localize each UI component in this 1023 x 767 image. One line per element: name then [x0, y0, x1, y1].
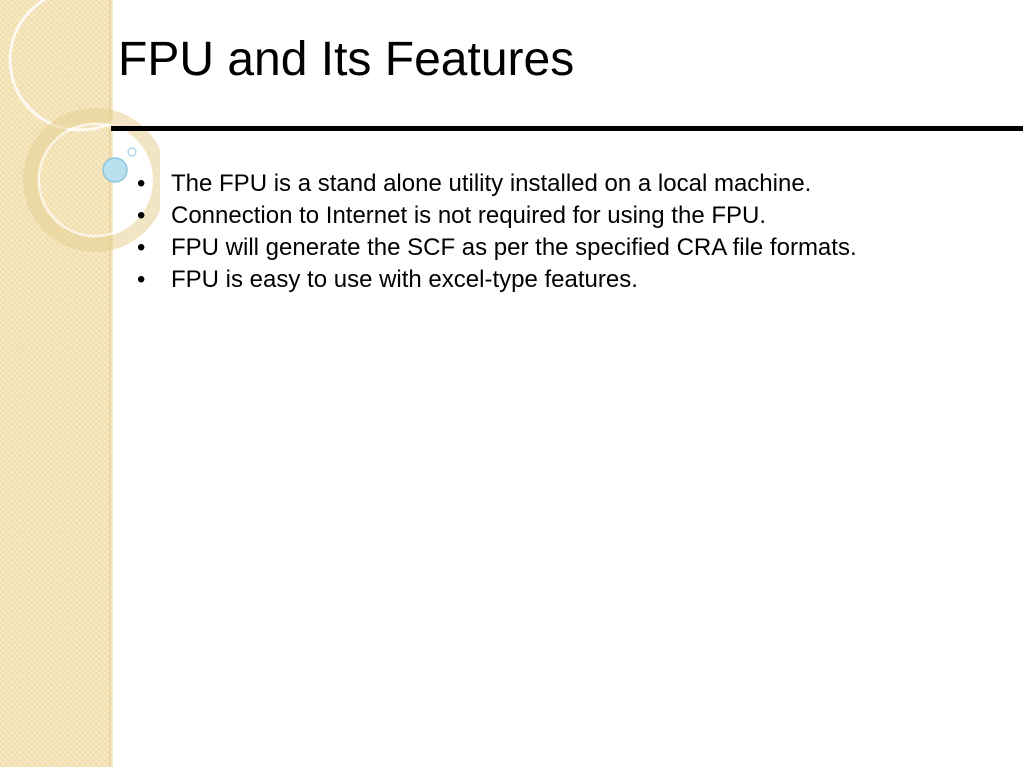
bullet-text: FPU is easy to use with excel-type featu…	[171, 266, 638, 293]
bubble-small-icon	[127, 147, 137, 157]
title-divider	[111, 126, 1023, 131]
bullet-marker: •	[137, 202, 146, 229]
bullet-text: FPU will generate the SCF as per the spe…	[171, 234, 857, 261]
side-band-edge	[109, 0, 113, 767]
list-item: • FPU will generate the SCF as per the s…	[133, 232, 857, 264]
list-item: • Connection to Internet is not required…	[133, 200, 857, 232]
bullet-marker: •	[137, 266, 146, 293]
list-item: • FPU is easy to use with excel-type fea…	[133, 264, 857, 296]
bullet-marker: •	[137, 234, 146, 261]
bullet-list: • The FPU is a stand alone utility insta…	[133, 168, 857, 296]
page-title: FPU and Its Features	[118, 33, 575, 86]
bullet-text: The FPU is a stand alone utility install…	[171, 170, 812, 197]
list-item: • The FPU is a stand alone utility insta…	[133, 168, 857, 200]
bullet-text: Connection to Internet is not required f…	[171, 202, 766, 229]
side-band	[0, 0, 111, 767]
bullet-marker: •	[137, 170, 146, 197]
